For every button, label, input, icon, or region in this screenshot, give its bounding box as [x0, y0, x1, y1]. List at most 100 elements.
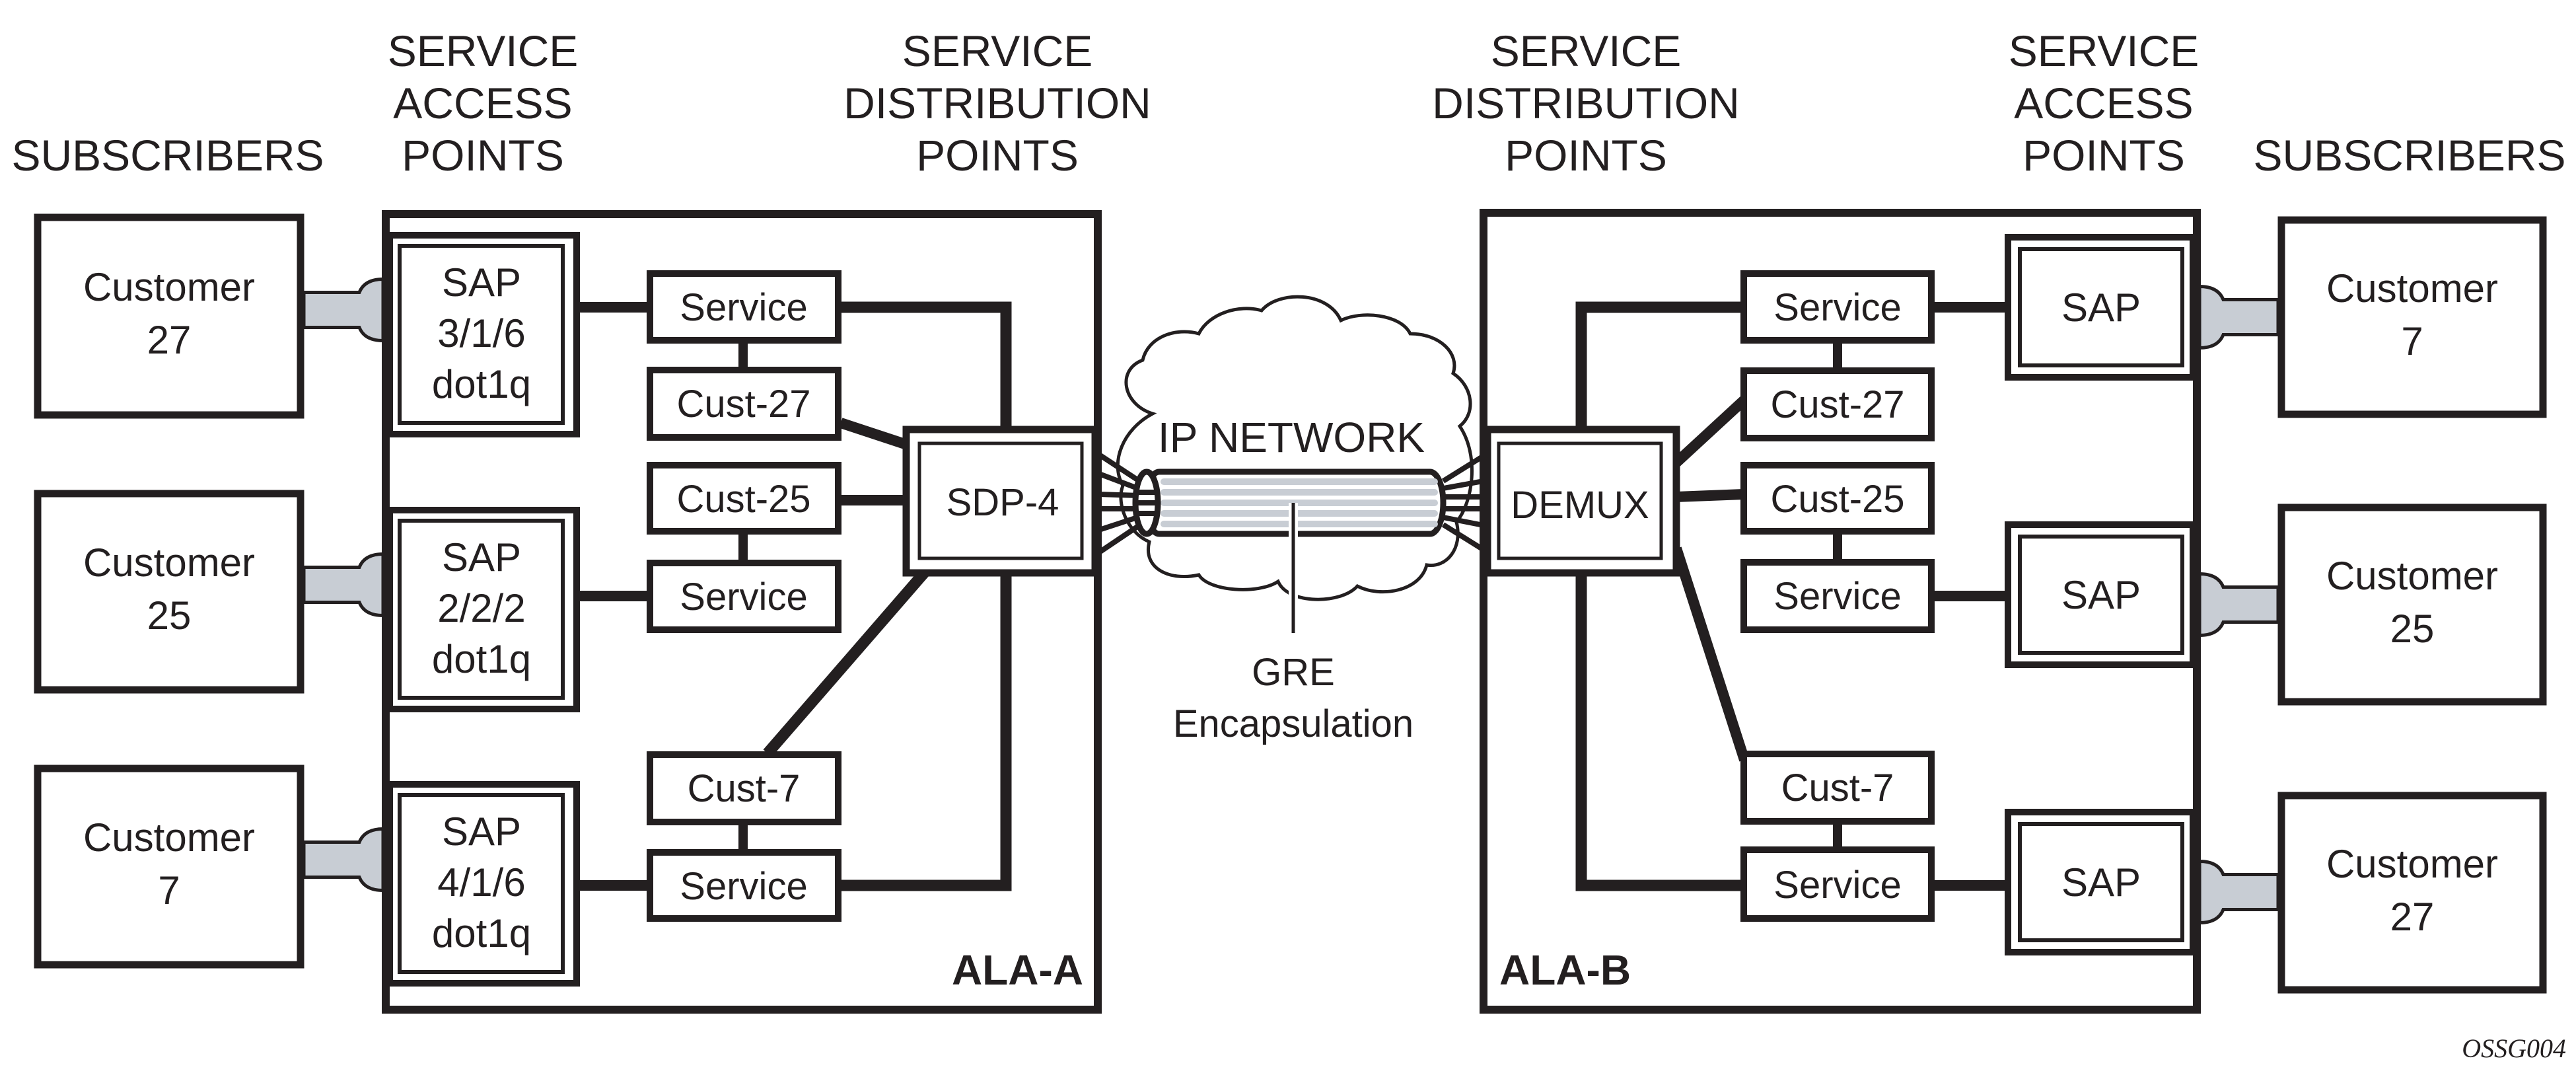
customer-label: Customer [83, 265, 255, 309]
sap-box[interactable]: SAP 4/1/6 dot1q [386, 781, 580, 987]
customer-node[interactable]: Cust-27 [647, 367, 841, 441]
fan-line [1441, 522, 1485, 552]
sap-encap: dot1q [432, 911, 531, 955]
header-sdp-right-line3: POINTS [1505, 131, 1667, 180]
header-subscribers-left: SUBSCRIBERS [11, 131, 324, 180]
router-name: ALA-B [1499, 946, 1631, 994]
customer-node-label: Cust-27 [1770, 383, 1904, 426]
access-link-connector [2198, 572, 2280, 638]
fan-line [1098, 471, 1141, 492]
service-node[interactable]: Service [1740, 559, 1935, 633]
customer-box[interactable]: Customer 25 [2277, 504, 2547, 706]
sap-label: SAP [2061, 860, 2141, 905]
customer-number: 27 [2390, 895, 2435, 939]
service-node[interactable]: Service [647, 849, 841, 922]
service-node[interactable]: Service [1740, 270, 1935, 344]
header-subscribers-right: SUBSCRIBERS [2253, 131, 2565, 180]
service-node-label: Service [1773, 575, 1901, 618]
wire-demux-service-bottom [1575, 572, 1744, 891]
sap-port: 3/1/6 [437, 311, 525, 355]
access-link-connector [2198, 859, 2280, 925]
customer-label: Customer [83, 541, 255, 585]
fan-line [1097, 523, 1141, 555]
service-node[interactable]: Service [1740, 846, 1935, 922]
customer-label: Customer [2326, 842, 2498, 886]
header-sdp-left-line3: POINTS [916, 131, 1079, 180]
header-sap-left-line2: ACCESS [393, 79, 572, 128]
customer-node[interactable]: Cust-25 [1740, 462, 1935, 535]
fan-line [1443, 478, 1484, 491]
customer-node-label: Cust-25 [676, 478, 810, 521]
headers: SUBSCRIBERS SERVICE ACCESS POINTS SERVIC… [11, 26, 2565, 180]
sap-encap: dot1q [432, 362, 531, 406]
customer-node-label: Cust-27 [676, 383, 810, 426]
access-link-connector [302, 552, 385, 618]
service-node[interactable]: Service [647, 560, 841, 633]
encapsulation-label: Encapsulation [1173, 702, 1413, 745]
right-connectors [2198, 284, 2280, 925]
fan-line [1441, 453, 1485, 484]
service-node[interactable]: Service [647, 270, 841, 344]
wire-demux-cust7 [1671, 546, 1750, 762]
header-sap-left-line1: SERVICE [388, 26, 579, 75]
customer-node[interactable]: Cust-7 [1740, 751, 1935, 825]
fan-line [1098, 514, 1141, 533]
wire-service-top-sdp [841, 301, 1012, 429]
sap-box[interactable]: SAP [2005, 234, 2196, 381]
customer-node-label: Cust-7 [1781, 766, 1894, 809]
service-node-label: Service [1773, 864, 1901, 907]
service-node-label: Service [680, 576, 807, 618]
sap-encap: dot1q [432, 637, 531, 681]
fan-line [1098, 492, 1140, 498]
header-sdp-right-line2: DISTRIBUTION [1432, 79, 1740, 128]
cloud-label: IP NETWORK [1158, 414, 1425, 461]
gre-label: GRE [1252, 651, 1335, 694]
sap-box[interactable]: SAP [2005, 521, 2196, 668]
sap-box[interactable]: SAP [2005, 809, 2196, 955]
customer-box[interactable]: Customer 7 [34, 765, 304, 969]
ala-a-wiring [577, 301, 1012, 891]
header-sap-right-line2: ACCESS [2014, 79, 2193, 128]
customer-box[interactable]: Customer 27 [34, 213, 304, 419]
pipe-stripes [1161, 478, 1438, 527]
customer-label: Customer [2326, 266, 2498, 311]
demux-label: DEMUX [1511, 484, 1649, 527]
left-connectors [302, 277, 385, 893]
right-customers: Customer 7 Customer 25 Customer 27 [2277, 216, 2547, 994]
router-ala-b: DEMUX Service Cust-27 Cust-25 Service Cu… [1480, 209, 2201, 1014]
access-link-connector [2198, 284, 2280, 350]
wire-demux-service-top [1575, 301, 1744, 429]
customer-box[interactable]: Customer 27 [2277, 792, 2547, 994]
service-node-label: Service [1773, 286, 1901, 329]
header-sdp-left-line2: DISTRIBUTION [843, 79, 1151, 128]
sap-label: SAP [2061, 285, 2141, 330]
header-sdp-left-line1: SERVICE [902, 26, 1093, 75]
customer-node[interactable]: Cust-25 [647, 462, 841, 535]
sap-port: 2/2/2 [437, 586, 525, 630]
customer-box[interactable]: Customer 25 [34, 490, 304, 694]
customer-node[interactable]: Cust-27 [1740, 367, 1935, 441]
customer-node-label: Cust-25 [1770, 478, 1904, 521]
fan-lines [1097, 452, 1485, 555]
customer-node-label: Cust-7 [688, 767, 801, 810]
ip-network: IP NETWORK GRE Encapsulation [1097, 295, 1485, 745]
sap-box[interactable]: SAP 3/1/6 dot1q [386, 232, 580, 437]
wire-service-bottom-sdp [841, 572, 1012, 891]
customer-number: 25 [2390, 607, 2435, 651]
customer-node[interactable]: Cust-7 [647, 751, 841, 825]
customer-box[interactable]: Customer 7 [2277, 216, 2547, 418]
customer-number: 27 [147, 318, 192, 362]
header-sdp-right-line1: SERVICE [1491, 26, 1682, 75]
sap-label: SAP [442, 260, 521, 305]
sap-label: SAP [2061, 573, 2141, 617]
sdp-label: SDP-4 [947, 481, 1059, 524]
sap-box[interactable]: SAP 2/2/2 dot1q [386, 507, 580, 712]
sdp-box[interactable]: SDP-4 [902, 426, 1099, 577]
sap-label: SAP [442, 809, 521, 854]
customer-number: 25 [147, 593, 192, 638]
demux-box[interactable]: DEMUX [1484, 426, 1680, 577]
access-link-connector [302, 277, 385, 343]
sap-port: 4/1/6 [437, 860, 525, 905]
service-node-label: Service [680, 286, 807, 329]
